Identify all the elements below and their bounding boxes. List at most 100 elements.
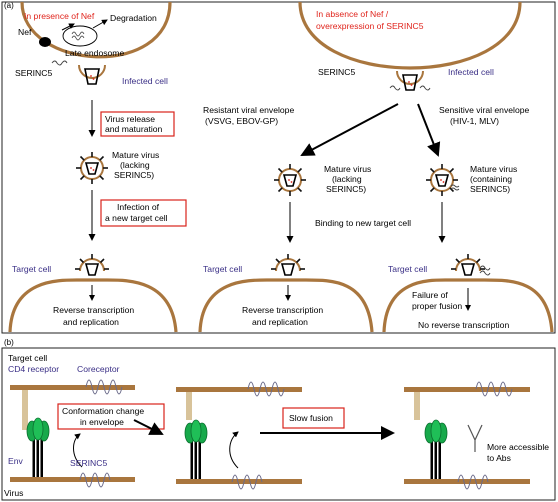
infected-cell-membrane-left [20, 1, 172, 59]
box-slow-fusion [282, 407, 345, 429]
rt-left-l2: and replication [63, 317, 119, 327]
mature-virus-left [75, 151, 109, 185]
mature-virus-lacking [273, 163, 307, 197]
mature-left-l2: (lacking [120, 160, 150, 170]
serinc5-2 [231, 474, 263, 490]
binding-text: Binding to new target cell [315, 218, 411, 228]
box-conformation-l1: Conformation change [62, 406, 144, 416]
sensitive-l1: Sensitive viral envelope [439, 105, 530, 115]
env-spike-2 [184, 419, 208, 480]
box-slow-fusion-text: Slow fusion [289, 413, 333, 423]
label-target-cell-left: Target cell [12, 264, 51, 274]
abs-l2: to Abs [487, 453, 511, 463]
failure-l1: Failure of [412, 290, 448, 300]
abs-l1: More accessible [487, 442, 549, 452]
no-rt-text: No reverse transcription [418, 320, 509, 330]
rt-left-l1: Reverse transcription [53, 305, 134, 315]
mature-b-l3: SERINC5) [470, 184, 510, 194]
target-cell-membrane-a [198, 278, 374, 333]
fused-virus-b [450, 253, 486, 276]
mature-virus-containing [426, 164, 459, 196]
box-conformation-change [57, 403, 165, 430]
stage1-to-stage2-arrow [133, 419, 164, 435]
resistant-l2: (VSVG, EBOV-GP) [205, 116, 278, 126]
mature-left-l3: SERINC5) [114, 170, 154, 180]
cd4-receptor-1 [22, 390, 28, 430]
failure-l2: proper fusion [412, 301, 462, 311]
fused-virus-left [74, 253, 110, 276]
panel-b-label: (b) [4, 338, 14, 347]
antibody-icon [467, 424, 483, 452]
label-serinc5-left: SERINC5 [15, 68, 52, 78]
virus-membrane-1 [10, 477, 135, 482]
box-conformation-l2: in envelope [80, 417, 124, 427]
mature-a-l2: (lacking [332, 174, 362, 184]
box-infection-l2: a new target cell [105, 213, 168, 223]
env-spike-1 [26, 417, 50, 478]
label-infected-cell-right: Infected cell [448, 67, 494, 77]
panel-a-frame [1, 1, 556, 334]
mature-b-l2: (containing [470, 174, 512, 184]
box-virus-release-l2: and maturation [105, 124, 163, 134]
cd4-receptor-3 [414, 392, 420, 420]
target-membrane-3 [404, 387, 530, 392]
stage2-hint-arrow [229, 431, 239, 469]
target-membrane-1 [10, 385, 135, 390]
mature-b-l1: Mature virus [470, 164, 517, 174]
label-target-cell-b: Target cell [388, 264, 427, 274]
label-target-cell-a: Target cell [203, 264, 242, 274]
membrane-serinc5-right-icon [389, 85, 431, 91]
label-infected-cell-left: Infected cell [122, 76, 168, 86]
rt-a-l2: and replication [252, 317, 308, 327]
label-target-cell-b-panel: Target cell [8, 353, 47, 363]
label-env: Env [8, 456, 24, 466]
label-cd4-receptor: CD4 receptor [8, 364, 59, 374]
serinc5-1 [79, 472, 111, 488]
label-coreceptor: Coreceptor [77, 364, 120, 374]
box-virus-release-l1: Virus release [105, 114, 155, 124]
mature-left-l1: Mature virus [112, 150, 159, 160]
serinc5-3 [457, 474, 489, 490]
box-infection-l1: Infection of [117, 202, 160, 212]
panel-a-label: (a) [4, 1, 14, 10]
endosome-serinc5-icon [71, 31, 85, 41]
rt-a-l1: Reverse transcription [242, 305, 323, 315]
mature-a-l1: Mature virus [324, 164, 371, 174]
virus-serinc5-b-icon [479, 265, 491, 276]
header-absence-nef-l1: In absence of Nef / [316, 9, 389, 19]
conformation-hint-arrow [73, 433, 83, 468]
resistant-arrow [300, 103, 399, 156]
target-cell-membrane-left [8, 278, 178, 333]
fused-virus-a [270, 253, 306, 276]
box-infection [100, 199, 187, 227]
label-degradation: Degradation [110, 13, 157, 23]
late-endosome-icon [62, 25, 98, 47]
label-nef: Nef [18, 27, 32, 37]
virus-membrane-2 [176, 479, 302, 484]
virus-membrane-3 [404, 479, 530, 484]
target-membrane-2 [176, 387, 302, 392]
nef-icon [39, 37, 51, 47]
budding-virus-left [78, 64, 106, 85]
degradation-arrow [92, 19, 108, 29]
nef-arrow [61, 23, 75, 31]
sensitive-l2: (HIV-1, MLV) [450, 116, 499, 126]
header-presence-nef: In presence of Nef [24, 11, 95, 21]
box-virus-release [100, 111, 175, 137]
resistant-l1: Resistant viral envelope [203, 105, 294, 115]
label-serinc5-right: SERINC5 [318, 67, 355, 77]
infected-cell-membrane-right [298, 1, 522, 70]
cd4-receptor-2 [186, 392, 192, 420]
sensitive-arrow [417, 103, 441, 157]
budding-virus-right [396, 70, 424, 91]
membrane-serinc5-icon [51, 60, 68, 66]
mature-a-l3: SERINC5) [326, 184, 366, 194]
label-serinc5-b: SERINC5 [70, 458, 107, 468]
label-late-endosome: Late endosome [65, 48, 124, 58]
panel-b-frame [1, 347, 556, 501]
env-spike-3 [424, 419, 448, 480]
header-absence-nef-l2: overexpression of SERINC5 [316, 21, 424, 31]
label-virus: Virus [4, 488, 23, 498]
target-cell-membrane-b [382, 278, 554, 333]
